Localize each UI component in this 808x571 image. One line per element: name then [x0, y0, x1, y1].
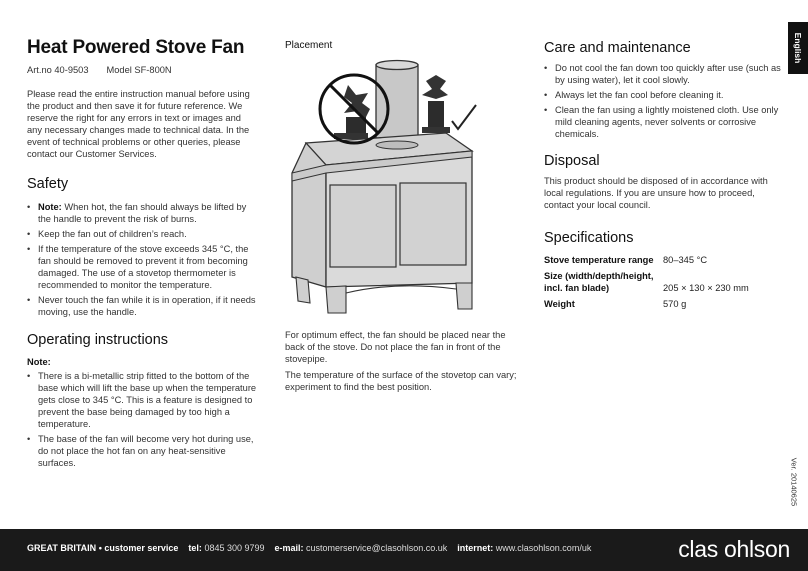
list-item: Do not cool the fan down too quickly aft… — [544, 62, 782, 86]
page-title: Heat Powered Stove Fan — [27, 37, 245, 58]
stove-door-right — [399, 182, 467, 266]
list-item: There is a bi-metallic strip fitted to t… — [27, 370, 257, 430]
left-column: Heat Powered Stove Fan Art.no 40-9503 Mo… — [27, 38, 257, 472]
list-item: If the temperature of the stove exceeds … — [27, 243, 257, 291]
list-item: Clean the fan using a lightly moistened … — [544, 104, 782, 140]
language-label: English — [793, 32, 803, 64]
safety-heading: Safety — [27, 176, 69, 192]
intro-text: Please read the entire instruction manua… — [27, 89, 250, 159]
stove-side — [291, 141, 327, 288]
placement-para-2: The temperature of the surface of the st… — [285, 370, 517, 392]
care-list: Do not cool the fan down too quickly aft… — [544, 62, 782, 140]
version-label: Ver. 20140625 — [789, 457, 799, 507]
operating-heading: Operating instructions — [27, 332, 169, 348]
disposal-text: This product should be disposed of in ac… — [544, 176, 768, 210]
table-row: Weight 570 g — [544, 298, 782, 314]
note-label: Note: — [38, 202, 62, 212]
spec-value: 205 × 130 × 230 mm — [663, 283, 749, 293]
footer-email: customerservice@clasohlson.co.uk — [306, 543, 448, 553]
spec-value: 570 g — [663, 299, 687, 309]
spec-key: Size (width/depth/height, incl. fan blad… — [544, 271, 654, 293]
list-item: Never touch the fan while it is in opera… — [27, 294, 257, 318]
footer-contact: GREAT BRITAIN • customer service tel: 08… — [27, 543, 592, 553]
specs-table: Stove temperature range 80–345 °C Size (… — [544, 254, 782, 314]
stovepipe — [375, 64, 419, 148]
list-item: Keep the fan out of children’s reach. — [27, 228, 257, 240]
placement-text: For optimum effect, the fan should be pl… — [285, 329, 521, 397]
placement-para-1: For optimum effect, the fan should be pl… — [285, 330, 506, 364]
model-no: Model SF-800N — [106, 65, 172, 75]
prohibited-icon — [318, 73, 390, 145]
spec-key: Stove temperature range — [544, 255, 654, 265]
specs-heading: Specifications — [544, 230, 634, 246]
list-item: Note: When hot, the fan should always be… — [27, 201, 257, 225]
care-heading: Care and maintenance — [544, 40, 691, 56]
middle-column: Placement — [285, 40, 525, 51]
brand-logo: clas ohlson — [678, 536, 790, 562]
footer-tel: 0845 300 9799 — [204, 543, 265, 553]
safety-list: Note: When hot, the fan should always be… — [27, 201, 257, 318]
list-item: Always let the fan cool before cleaning … — [544, 89, 782, 101]
table-row: Size (width/depth/height, incl. fan blad… — [544, 270, 782, 298]
placement-heading: Placement — [285, 40, 333, 51]
footer: GREAT BRITAIN • customer service tel: 08… — [0, 529, 808, 571]
right-column: Care and maintenance Do not cool the fan… — [544, 40, 782, 314]
operating-note-label: Note: — [27, 357, 51, 367]
footer-website: www.clasohlson.com/uk — [495, 543, 592, 553]
fan-wrong-placement — [334, 85, 370, 139]
check-icon — [451, 104, 477, 131]
footer-country: GREAT BRITAIN — [27, 543, 97, 553]
table-row: Stove temperature range 80–345 °C — [544, 254, 782, 270]
stove-illustration — [291, 59, 477, 314]
footer-service-label: customer service — [104, 543, 179, 553]
spec-value: 80–345 °C — [663, 255, 708, 265]
language-tab: English — [788, 22, 808, 74]
operating-list: There is a bi-metallic strip fitted to t… — [27, 370, 257, 469]
fan-correct-placement — [422, 75, 450, 133]
article-info: Art.no 40-9503 Model SF-800N — [27, 64, 257, 76]
list-item: The base of the fan will become very hot… — [27, 433, 257, 469]
art-no: Art.no 40-9503 — [27, 65, 89, 75]
spec-key: Weight — [544, 299, 575, 309]
disposal-heading: Disposal — [544, 153, 600, 169]
stove-door-left — [329, 184, 397, 268]
